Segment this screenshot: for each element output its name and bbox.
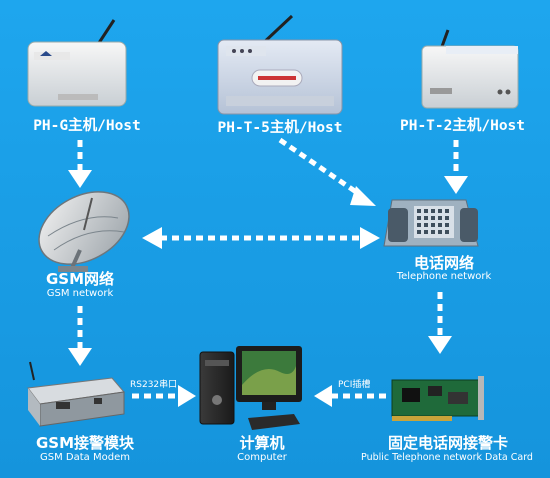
ph-g-host-device bbox=[27, 19, 127, 107]
telephone-network-label: 电话网络 bbox=[413, 254, 474, 272]
ph-t2-host-device bbox=[421, 29, 519, 109]
arrow-gsm-tel-bidirectional bbox=[142, 227, 380, 249]
arrow-pht2-to-tel bbox=[444, 140, 468, 194]
pci-link-label: PCI插槽 bbox=[338, 380, 371, 390]
computer-sublabel: Computer bbox=[237, 452, 287, 463]
gsm-network-label: GSM网络 bbox=[45, 270, 115, 288]
ph-t5-host-device bbox=[217, 14, 343, 115]
ph-t2-host-label: PH-T-2主机/Host bbox=[399, 118, 526, 134]
computer-device bbox=[199, 346, 302, 430]
gsm-modem-device bbox=[27, 361, 125, 427]
computer-label: 计算机 bbox=[239, 434, 285, 452]
arrow-card-to-computer bbox=[314, 385, 386, 407]
arrow-gsm-to-modem bbox=[68, 306, 92, 366]
gsm-modem-sublabel: GSM Data Modem bbox=[40, 452, 130, 463]
arrow-pht5-to-tel bbox=[278, 137, 376, 206]
pci-card-device bbox=[391, 376, 484, 421]
ph-t5-host-label: PH-T-5主机/Host bbox=[217, 120, 343, 136]
pstn-card-label: 固定电话网接警卡 bbox=[387, 434, 508, 452]
telephone-network-sublabel: Telephone network bbox=[396, 271, 492, 282]
arrow-phg-to-gsm bbox=[68, 140, 92, 188]
satellite-dish bbox=[38, 191, 130, 272]
ph-g-host-label: PH-G主机/Host bbox=[33, 118, 141, 134]
arrow-modem-to-computer bbox=[132, 385, 196, 407]
telephone-switchboard bbox=[383, 199, 479, 247]
gsm-network-sublabel: GSM network bbox=[46, 288, 114, 299]
arrow-tel-to-card bbox=[428, 292, 452, 354]
rs232-link-label: RS232串口 bbox=[130, 380, 178, 390]
pstn-card-sublabel: Public Telephone network Data Card bbox=[361, 452, 533, 463]
gsm-modem-label: GSM接警模块 bbox=[35, 434, 135, 452]
